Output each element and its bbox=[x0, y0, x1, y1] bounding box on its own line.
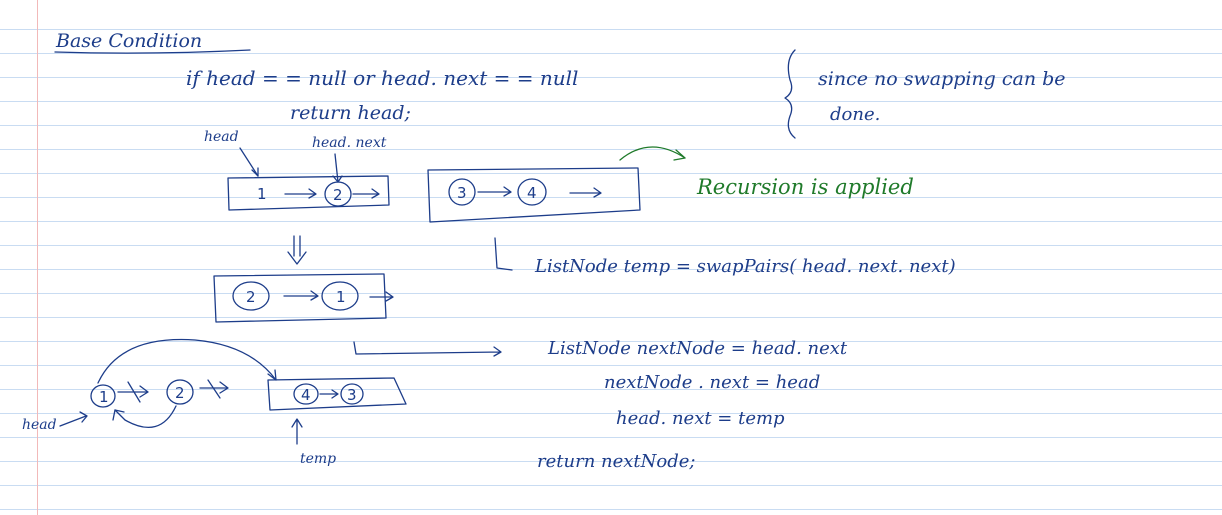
node-circle-3 bbox=[448, 178, 476, 206]
list-box-rest bbox=[427, 167, 641, 223]
node-circle-3c bbox=[340, 383, 364, 405]
node-1b: 1 bbox=[336, 288, 346, 306]
arrow-temp-pointer bbox=[291, 418, 303, 445]
arrow bbox=[283, 290, 319, 301]
crossed-arrow bbox=[199, 379, 229, 399]
node-2c: 2 bbox=[175, 384, 185, 402]
arrowhead bbox=[112, 409, 125, 421]
label-temp-bottom: temp bbox=[300, 451, 337, 467]
arrowhead bbox=[673, 149, 686, 161]
node-circle-4c bbox=[293, 383, 319, 405]
recursion-note: Recursion is applied bbox=[697, 175, 914, 199]
arrow bbox=[352, 188, 380, 199]
arrow bbox=[284, 188, 317, 199]
label-head-top: head bbox=[204, 129, 239, 145]
node-4: 4 bbox=[527, 184, 537, 202]
arrow-to-temp-line bbox=[494, 237, 513, 271]
node-1: 1 bbox=[257, 185, 267, 203]
node-3: 3 bbox=[457, 184, 467, 202]
list-box-bottom-rest bbox=[267, 377, 407, 411]
list-box-first bbox=[227, 175, 390, 211]
reason-line-cont: done. bbox=[830, 104, 881, 125]
arrow-head-to-node1 bbox=[239, 147, 259, 177]
heading-base-condition: Base Condition bbox=[56, 30, 203, 52]
node-4c: 4 bbox=[301, 386, 311, 404]
arrow bbox=[369, 291, 394, 302]
crossed-arrow bbox=[117, 381, 149, 403]
curly-brace bbox=[784, 49, 796, 139]
line-head-next: head. next = temp bbox=[616, 408, 785, 429]
arrow-node2-to-node1 bbox=[114, 405, 177, 428]
node-circle-2 bbox=[324, 181, 352, 207]
arrow bbox=[477, 186, 512, 197]
line-next-next: nextNode . next = head bbox=[604, 372, 821, 393]
condition-line: if head = = null or head. next = = null bbox=[186, 66, 579, 90]
arrow-headnext-to-node2 bbox=[334, 153, 339, 183]
line-next-node: ListNode nextNode = head. next bbox=[548, 338, 848, 359]
arrow-node1-to-rest bbox=[97, 338, 277, 384]
label-head-next: head. next bbox=[312, 135, 387, 151]
node-circle-4 bbox=[517, 178, 547, 206]
node-circle-1c bbox=[90, 384, 116, 408]
arrow-to-recursion-note bbox=[619, 146, 686, 161]
heading-underline bbox=[54, 49, 251, 54]
double-down-arrow bbox=[287, 235, 307, 265]
return-head-line: return head; bbox=[290, 102, 411, 124]
label-head-bottom: head bbox=[22, 417, 57, 433]
line-return-next-node: return nextNode; bbox=[537, 451, 696, 472]
node-2b: 2 bbox=[246, 288, 256, 306]
list-box-swapped bbox=[213, 273, 387, 323]
node-1c: 1 bbox=[99, 388, 109, 406]
node-circle-1b bbox=[321, 281, 359, 311]
node-circle-2c bbox=[166, 379, 194, 405]
arrow bbox=[569, 187, 602, 198]
arrow-head-label-to-node1 bbox=[59, 411, 88, 427]
arrow-to-code-block bbox=[353, 341, 502, 357]
reason-line: since no swapping can be bbox=[818, 68, 1066, 90]
arrowhead bbox=[251, 167, 259, 177]
margin-line bbox=[37, 0, 38, 515]
arrow bbox=[319, 389, 339, 399]
temp-assignment-line: ListNode temp = swapPairs( head. next. n… bbox=[535, 256, 956, 277]
node-2: 2 bbox=[333, 186, 343, 204]
node-3c: 3 bbox=[347, 386, 357, 404]
node-circle-2b bbox=[232, 281, 270, 311]
